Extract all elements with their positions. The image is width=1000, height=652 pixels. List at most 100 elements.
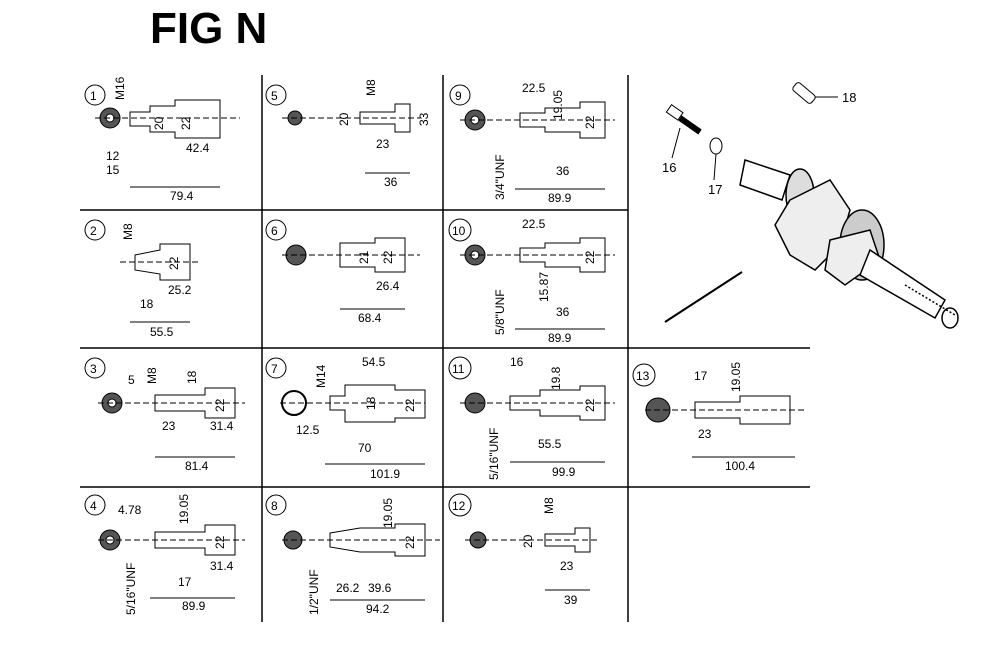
part-number: 18 bbox=[842, 90, 856, 105]
panel-number-circle bbox=[84, 219, 106, 241]
length-label: 89.9 bbox=[548, 191, 572, 205]
part-number: 17 bbox=[708, 182, 722, 197]
diameter-label: 18 bbox=[364, 396, 378, 410]
diameter-label: 19.05 bbox=[381, 498, 395, 528]
panel-number: 9 bbox=[455, 89, 462, 103]
shaft-profile bbox=[694, 395, 791, 425]
length-label: 23 bbox=[698, 427, 712, 441]
diameter-label: 21 bbox=[357, 250, 371, 264]
shaft-profile bbox=[129, 99, 221, 139]
diameter-label: 22 bbox=[403, 535, 417, 549]
diameter-label: 20 bbox=[152, 116, 166, 130]
panel-number-circle bbox=[448, 493, 472, 517]
shaft-profile bbox=[329, 523, 426, 557]
length-label: 70 bbox=[358, 441, 372, 455]
length-label: 26.4 bbox=[376, 279, 400, 293]
panel-number: 2 bbox=[90, 224, 97, 238]
length-label: 17 bbox=[178, 575, 192, 589]
thread-label: 5/16"UNF bbox=[487, 428, 501, 480]
length-label: 94.2 bbox=[366, 602, 390, 616]
diameter-label: 22 bbox=[583, 250, 597, 264]
length-label: 81.4 bbox=[185, 459, 209, 473]
panel-8: 8 19.05 22 1/2"UNF 26.2 39.6 94.2 bbox=[265, 494, 440, 616]
diameter-label: 22 bbox=[179, 116, 193, 130]
panel-number-circle bbox=[448, 218, 472, 242]
panel-13: 13 17 19.05 23 100.4 bbox=[632, 362, 805, 473]
diameter-label: 22 bbox=[213, 398, 227, 412]
thread-label: M8 bbox=[145, 367, 159, 384]
leader-line bbox=[664, 271, 743, 323]
length-label: 22.5 bbox=[522, 81, 546, 95]
panel-number-circle bbox=[632, 363, 656, 387]
thread-label: 5/16"UNF bbox=[124, 563, 138, 615]
diameter-label: 15.87 bbox=[537, 272, 551, 302]
length-label: 36 bbox=[556, 164, 570, 178]
length-label: 36 bbox=[384, 175, 398, 189]
panel-number: 5 bbox=[271, 89, 278, 103]
length-label: 39 bbox=[564, 593, 578, 607]
thread-label: M8 bbox=[121, 223, 135, 240]
panel-number-circle bbox=[449, 84, 471, 106]
panel-number-circle bbox=[265, 357, 287, 379]
length-label: 89.9 bbox=[182, 599, 206, 613]
shaft-profile bbox=[519, 101, 606, 139]
diameter-label: 22 bbox=[381, 250, 395, 264]
panel-number: 10 bbox=[452, 224, 466, 238]
panel-4: 4 4.78 19.05 22 17 31.4 89.9 5/16"UNF bbox=[84, 494, 245, 615]
length-label: 39.6 bbox=[368, 581, 392, 595]
shaft-profile bbox=[544, 527, 591, 553]
panel-11: 11 16 19.8 22 5/16"UNF 55.5 99.9 bbox=[448, 355, 615, 480]
length-label: 22.5 bbox=[522, 217, 546, 231]
panel-7: 7 M14 54.5 18 22 12.5 70 101.9 bbox=[265, 355, 426, 481]
length-label: 31.4 bbox=[210, 559, 234, 573]
panel-3: 3 5 M8 18 22 23 31.4 81.4 bbox=[84, 357, 245, 473]
length-label: 16 bbox=[510, 355, 524, 369]
length-label: 12 bbox=[106, 149, 120, 163]
diameter-label: 19.05 bbox=[551, 90, 565, 120]
diameter-label: 22 bbox=[167, 256, 181, 270]
diameter-label: 19.8 bbox=[549, 366, 563, 390]
crankshaft-drawing bbox=[739, 159, 959, 329]
part-number: 16 bbox=[662, 160, 676, 175]
shaft-profile bbox=[154, 524, 236, 556]
diameter-label: 22 bbox=[583, 398, 597, 412]
panel-number-circle bbox=[84, 84, 106, 106]
shaft-profile bbox=[154, 387, 236, 419]
length-label: 68.4 bbox=[358, 311, 382, 325]
diameter-label: 33 bbox=[417, 112, 431, 126]
length-label: 42.4 bbox=[186, 141, 210, 155]
length-label: 23 bbox=[560, 559, 574, 573]
panel-number: 4 bbox=[90, 499, 97, 513]
panel-number-circle bbox=[84, 494, 106, 516]
panel-1: 1 M16 20 22 42.4 12 15 79.4 bbox=[84, 76, 240, 203]
washer-part: 17 bbox=[708, 137, 723, 197]
shaft-profile bbox=[339, 237, 406, 273]
panel-6: 6 21 22 26.4 68.4 bbox=[265, 219, 420, 325]
diameter-label: 20 bbox=[337, 112, 351, 126]
diameter-label: 22 bbox=[403, 398, 417, 412]
panel-number: 6 bbox=[271, 224, 278, 238]
thread-label: M8 bbox=[364, 79, 378, 96]
length-label: 18 bbox=[140, 297, 154, 311]
thread-label: 3/4"UNF bbox=[493, 154, 507, 200]
shaft-profile bbox=[519, 237, 606, 273]
diameter-label: 22 bbox=[583, 115, 597, 129]
panel-number-circle bbox=[265, 494, 287, 516]
length-label: 18 bbox=[185, 370, 199, 384]
panel-10: 10 22.5 22 15.87 5/8"UNF 36 89.9 bbox=[448, 217, 615, 345]
shaft-profile bbox=[329, 384, 426, 423]
thread-label: 1/2"UNF bbox=[307, 569, 321, 615]
length-label: 25.2 bbox=[168, 283, 192, 297]
length-label: 89.9 bbox=[548, 331, 572, 345]
panel-number-circle bbox=[84, 357, 106, 379]
length-label: 55.5 bbox=[150, 325, 174, 339]
panel-5: 5 M8 20 33 23 36 bbox=[265, 79, 431, 189]
length-label: 23 bbox=[376, 137, 390, 151]
crankshaft-assembly: 16 17 18 bbox=[662, 82, 959, 329]
bolt-part: 16 bbox=[662, 104, 702, 175]
panel-number: 11 bbox=[452, 362, 465, 376]
grid-lines bbox=[80, 75, 810, 622]
length-label: 54.5 bbox=[362, 355, 386, 369]
panel-number: 3 bbox=[90, 362, 97, 376]
length-label: 23 bbox=[162, 419, 176, 433]
